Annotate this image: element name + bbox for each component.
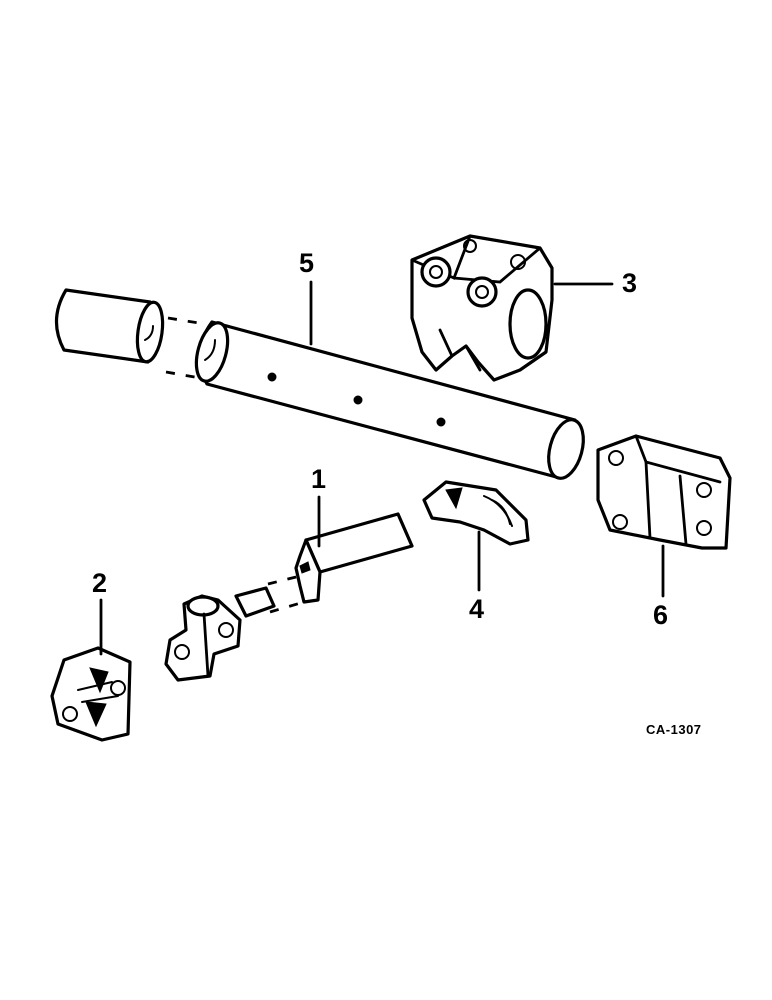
- mounting-bracket-part: [596, 434, 732, 550]
- callout-6: 6: [653, 600, 669, 630]
- alignment-line-bushing-lower: [165, 370, 201, 380]
- callout-3: 3: [622, 268, 638, 298]
- callout-4: 4: [469, 594, 485, 624]
- splined-shaft-part: [294, 512, 414, 604]
- callout-1: 1: [311, 464, 327, 494]
- link-arm-part: [422, 480, 530, 546]
- alignment-line-shaft: [267, 574, 301, 586]
- clamp-block-part: [410, 234, 554, 382]
- bushing-part: [54, 288, 165, 364]
- callout-5: 5: [299, 248, 315, 278]
- callout-2: 2: [92, 568, 108, 598]
- alignment-line-bushing: [167, 316, 206, 326]
- alignment-line-shaft-lower: [269, 600, 305, 614]
- cover-plate-part: [50, 646, 132, 742]
- shaft-tube-part: [194, 320, 585, 480]
- yoke-lever-part: [164, 586, 276, 682]
- reference-code: CA-1307: [646, 722, 702, 737]
